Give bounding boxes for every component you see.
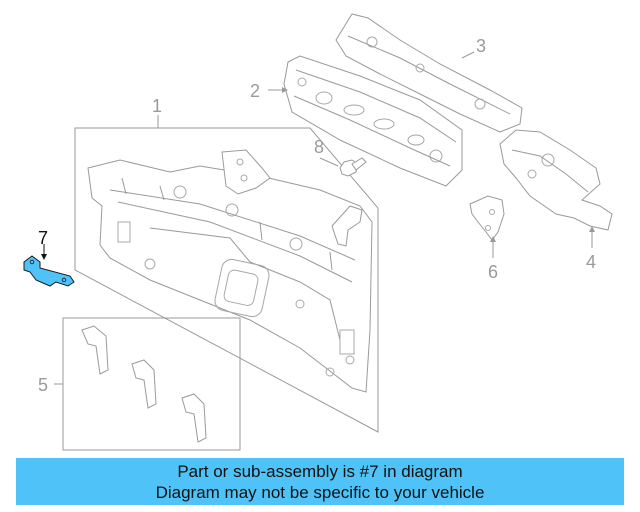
leader-6-arrow: [490, 236, 496, 242]
callout-1: 1: [152, 96, 162, 116]
part-5-brackets: [81, 325, 207, 443]
banner-line-1: Part or sub-assembly is #7 in diagram: [177, 462, 463, 481]
part-2-cross-member: [283, 55, 463, 187]
callout-8: 8: [314, 137, 324, 157]
part-7-bracket-highlighted: [23, 255, 75, 287]
part-1-rear-panel: [87, 159, 373, 393]
part-1-bracket-a: [221, 149, 271, 195]
callout-4: 4: [586, 252, 596, 272]
leader-4-arrow: [589, 226, 595, 232]
leader-3: [461, 51, 475, 59]
callout-6: 6: [488, 262, 498, 282]
leader-8: [319, 157, 339, 167]
part-3-upper-rail: [335, 13, 523, 133]
callout-5: 5: [38, 375, 48, 395]
leader-2-arrow: [282, 87, 288, 93]
part-1-bracket-b: [331, 205, 363, 247]
leader-7-arrow: [41, 254, 47, 260]
info-banner: Part or sub-assembly is #7 in diagram Di…: [16, 458, 624, 505]
callout-7: 7: [38, 228, 48, 248]
part-1-group-box: [74, 127, 379, 433]
banner-line-2: Diagram may not be specific to your vehi…: [155, 483, 485, 502]
part-8-bolt: [339, 157, 367, 177]
part-6-bracket: [469, 195, 505, 241]
callout-3: 3: [476, 36, 486, 56]
callout-2: 2: [250, 81, 260, 101]
part-4-side-bracket: [499, 129, 613, 231]
